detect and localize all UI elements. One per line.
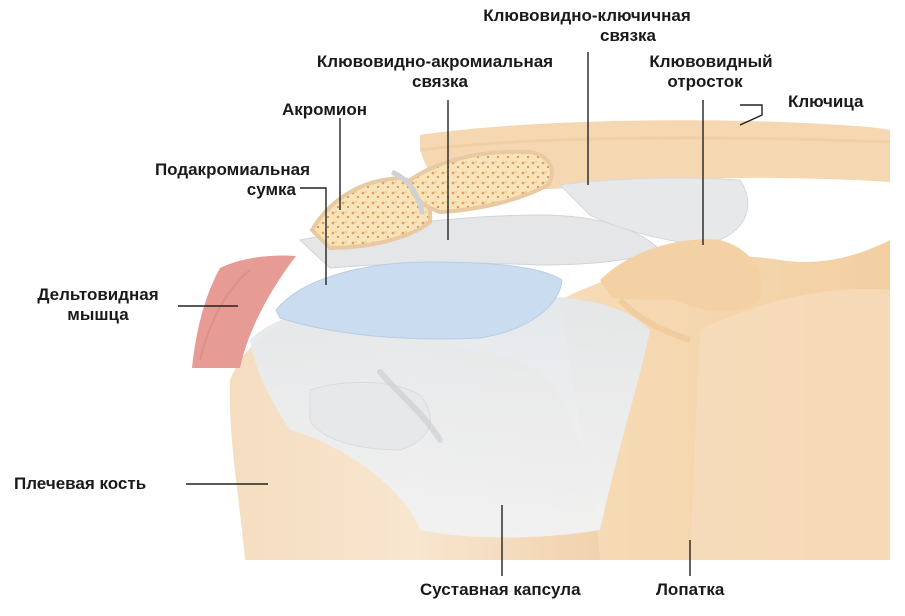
label-coracoid-line1: Клювовидный (649, 52, 773, 71)
label-coracoacromial-line1: Клювовидно-акромиальная (316, 52, 554, 71)
clavicle-section (407, 149, 554, 215)
label-joint-capsule: Суставная капсула (420, 580, 581, 599)
label-coracoid-process: Клювовидный отросток (628, 52, 794, 92)
coracoid-process-shape (600, 239, 762, 312)
label-acromion: Акромион (282, 100, 368, 119)
subacromial-bursa-shape (275, 261, 563, 340)
label-coracoclavicular-line2: связка (599, 26, 656, 45)
label-clavicle: Ключица (788, 92, 864, 111)
label-coracoid-line2: отросток (667, 72, 743, 91)
label-humerus: Плечевая кость (14, 474, 147, 493)
label-deltoid-muscle: Дельтовидная мышца (18, 285, 178, 325)
label-coracoacromial-line2: связка (411, 72, 468, 91)
label-scapula: Лопатка (656, 580, 725, 599)
leader-lines (178, 52, 763, 576)
label-deltoid-line1: Дельтовидная (37, 285, 159, 304)
label-bursa-line1: Подакромиальная (154, 160, 310, 179)
label-coracoclavicular-ligament: Клювовидно-ключичная связка (452, 6, 722, 46)
label-subacromial-bursa: Подакромиальная сумка (100, 160, 310, 200)
label-coracoclavicular-line1: Клювовидно-ключичная (483, 6, 691, 25)
deltoid-muscle-shape (192, 255, 296, 368)
coracoclavicular-ligament-shape (558, 177, 749, 246)
label-coracoacromial-ligament: Клювовидно-акромиальная связка (285, 52, 585, 92)
label-deltoid-line2: мышца (67, 305, 129, 324)
label-bursa-line2: сумка (246, 180, 296, 199)
joint-capsule-shape (250, 296, 650, 538)
